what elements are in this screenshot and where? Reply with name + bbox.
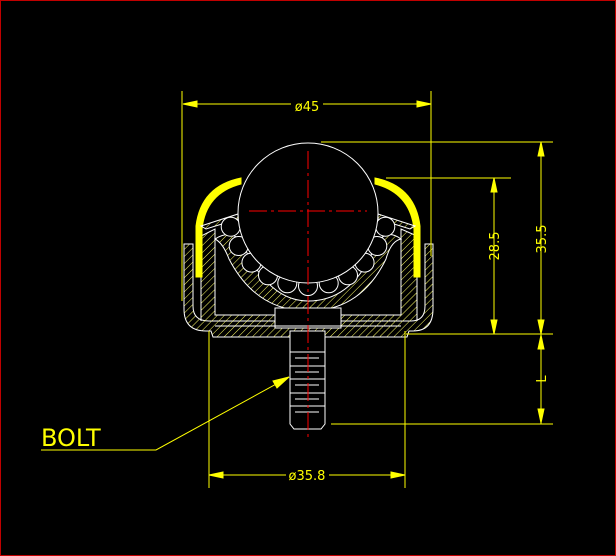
dim-top-diameter: ø45 bbox=[295, 100, 320, 115]
bolt-callout: BOLT bbox=[41, 424, 101, 452]
dim-total-height: 35.5 bbox=[535, 225, 550, 254]
dimension-lines bbox=[41, 91, 553, 488]
dim-ball-height: 28.5 bbox=[488, 232, 503, 261]
dim-base-diameter: ø35.8 bbox=[289, 469, 326, 484]
bearing-ball bbox=[220, 216, 241, 237]
bearing-ball bbox=[375, 216, 396, 237]
center-lines bbox=[249, 151, 367, 441]
dim-bolt-length: L bbox=[535, 375, 550, 383]
